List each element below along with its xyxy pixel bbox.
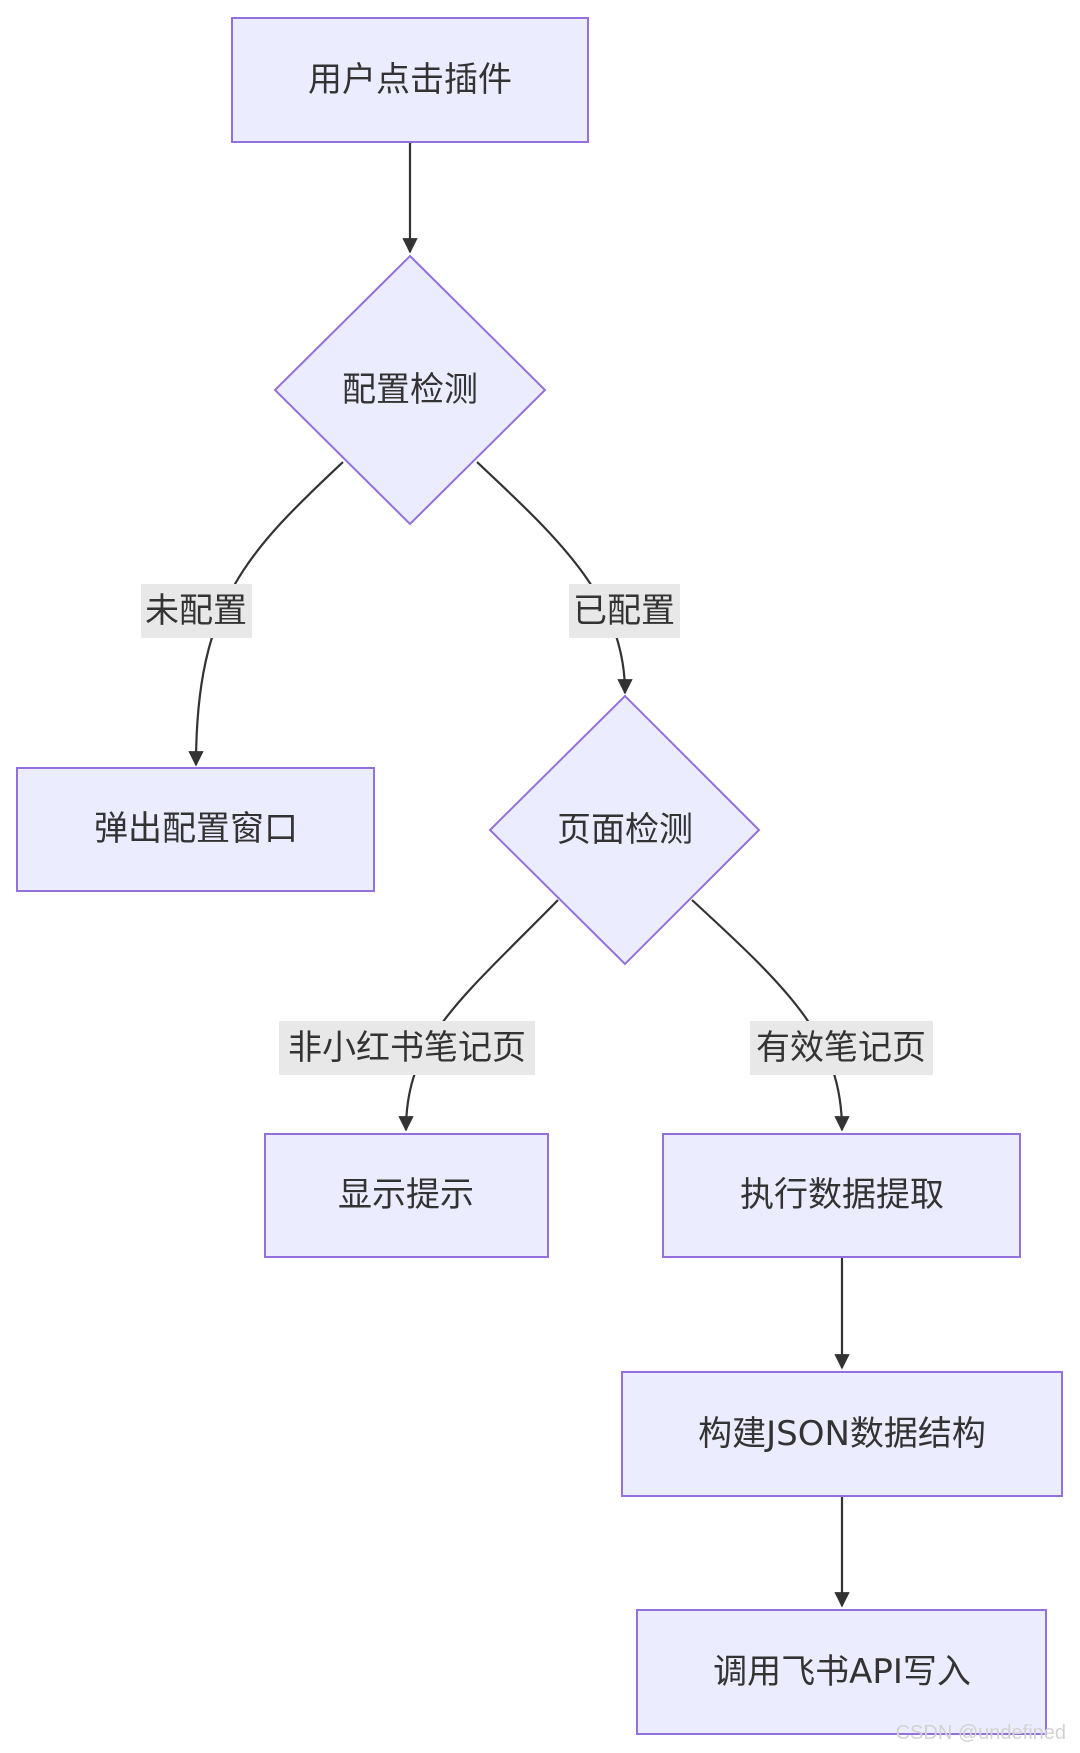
node-extract-label: 执行数据提取 [740,1175,944,1215]
edge-label-not-note-page-text: 非小红书笔记页 [288,1028,526,1068]
node-build-json-label: 构建JSON数据结构 [698,1414,986,1454]
node-popup-config: 弹出配置窗口 [16,767,375,892]
edge-label-not-note-page: 非小红书笔记页 [279,1021,535,1075]
edge-label-configured-text: 已配置 [573,591,675,631]
edge-label-valid-note-page-text: 有效笔记页 [756,1028,926,1068]
node-page-check: 页面检测 [488,694,761,966]
edge-label-not-configured: 未配置 [141,584,252,638]
node-config-check-label: 配置检测 [342,370,478,410]
node-popup-config-label: 弹出配置窗口 [94,809,298,849]
node-show-tip-label: 显示提示 [338,1175,474,1215]
edges [188,142,850,1608]
node-show-tip: 显示提示 [264,1133,549,1258]
node-write-api: 调用飞书API写入 [636,1609,1047,1735]
edge-config-check-to-page-check [476,461,633,695]
edge-page-check-to-show-tip [398,899,559,1132]
node-config-check: 配置检测 [273,254,547,526]
node-extract: 执行数据提取 [662,1133,1021,1258]
node-start: 用户点击插件 [231,17,589,143]
watermark-text: CSDN @undefined [895,1722,1066,1744]
node-start-label: 用户点击插件 [308,60,512,100]
node-page-check-label: 页面检测 [557,810,693,850]
edge-page-check-to-extract [691,899,850,1132]
edge-label-not-configured-text: 未配置 [145,591,247,631]
node-build-json: 构建JSON数据结构 [621,1371,1063,1497]
edge-label-configured: 已配置 [569,584,680,638]
edge-label-valid-note-page: 有效笔记页 [750,1021,933,1075]
node-write-api-label: 调用飞书API写入 [713,1652,971,1692]
